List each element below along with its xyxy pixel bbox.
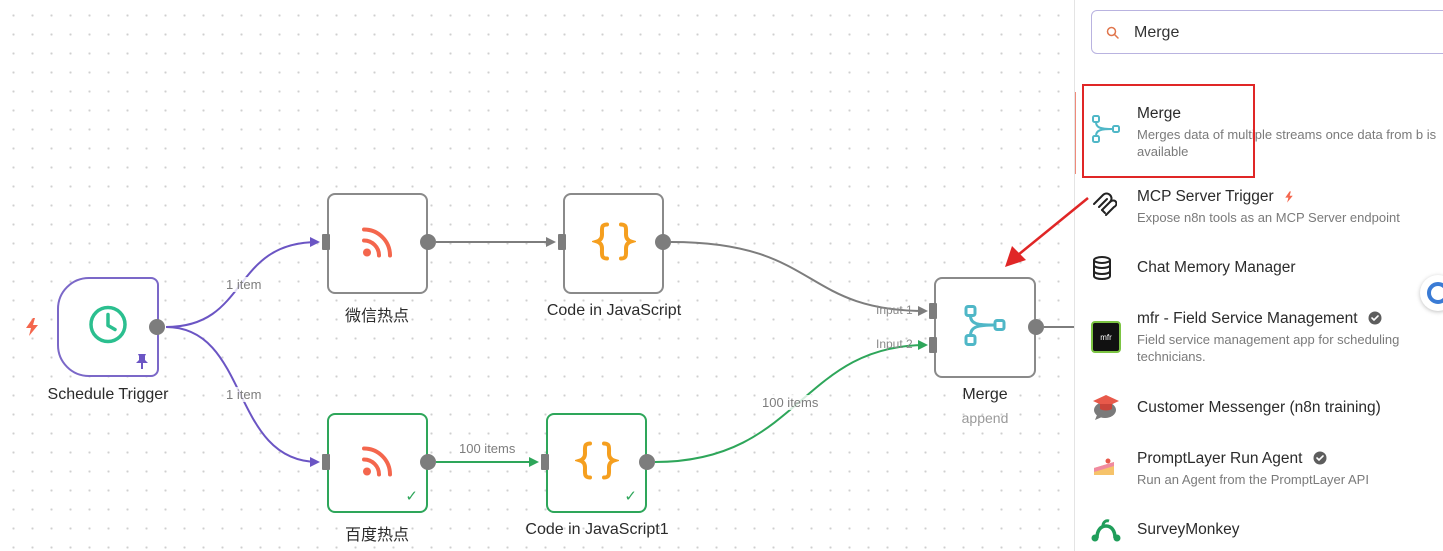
node-creator-panel: Merge Merges data of multiple streams on… (1074, 0, 1443, 551)
mfr-logo-icon: mfr (1091, 321, 1121, 353)
mfr-logo-text: mfr (1100, 333, 1112, 342)
result-title: SurveyMonkey (1137, 521, 1240, 538)
floating-assistant-button[interactable] (1420, 275, 1443, 311)
node-merge[interactable] (934, 277, 1036, 378)
workflow-edges (165, 237, 1074, 467)
result-title: mfr - Field Service Management (1137, 310, 1358, 327)
port-out-baidu-hot[interactable] (420, 454, 436, 470)
search-result-surveymonkey[interactable]: SurveyMonkey (1075, 512, 1443, 551)
result-title: MCP Server Trigger (1137, 188, 1274, 205)
search-result-customer-messenger[interactable]: Customer Messenger (n8n training) (1075, 390, 1443, 426)
search-result-merge[interactable]: Merge Merges data of multiple streams on… (1075, 92, 1443, 174)
code-braces-icon (573, 439, 620, 488)
edge-label-trigger-to-wechat: 1 item (224, 277, 264, 292)
node-label-merge: Merge (962, 386, 1008, 403)
result-title-wrap: MCP Server Trigger (1137, 188, 1294, 206)
mcp-icon (1091, 192, 1121, 222)
port-in-baidu-hot[interactable] (322, 454, 330, 470)
verified-badge-icon (1368, 311, 1382, 325)
assistant-icon (1427, 282, 1443, 304)
search-result-chat-memory-manager[interactable]: Chat Memory Manager (1075, 250, 1443, 286)
search-box[interactable] (1091, 10, 1443, 54)
node-label-wechat-hot: 微信热点 (344, 308, 409, 325)
surveymonkey-icon (1091, 518, 1121, 548)
rss-icon (358, 221, 398, 266)
cake-icon (1091, 454, 1121, 484)
result-title: Chat Memory Manager (1137, 259, 1296, 276)
active-result-indicator (1075, 92, 1076, 174)
result-desc: Expose n8n tools as an MCP Server endpoi… (1137, 210, 1400, 225)
result-title: Merge (1137, 105, 1181, 122)
pin-icon[interactable] (135, 353, 149, 369)
success-check-icon: ✓ (624, 488, 637, 505)
code-braces-icon (590, 219, 637, 268)
rss-icon (358, 441, 398, 486)
search-input[interactable] (1132, 19, 1436, 47)
edge-label-code1-to-merge: 100 items (760, 395, 821, 410)
merge-input-2-label: Input 2 (876, 337, 913, 351)
trigger-bolt-icon (26, 318, 38, 336)
port-out-code-js1[interactable] (639, 454, 655, 470)
port-in-merge-2[interactable] (929, 337, 937, 353)
chat-grad-cap-icon (1091, 392, 1121, 422)
search-result-mcp-server-trigger[interactable]: MCP Server Trigger Expose n8n tools as a… (1075, 180, 1443, 230)
database-icon (1091, 256, 1121, 286)
edge-code-to-merge[interactable] (670, 241, 928, 316)
result-desc: Field service management app for schedul… (1137, 332, 1400, 364)
edge-label-trigger-to-baidu: 1 item (224, 387, 264, 402)
verified-badge-icon (1313, 451, 1327, 465)
merge-icon (962, 302, 1008, 353)
node-code-js1[interactable]: ✓ (546, 413, 647, 513)
workflow-canvas[interactable]: 1 item 1 item 100 items 100 items Schedu… (0, 0, 1074, 551)
result-desc: Run an Agent from the PromptLayer API (1137, 472, 1369, 487)
port-in-wechat-hot[interactable] (322, 234, 330, 250)
merge-icon (1091, 114, 1121, 144)
annotation-highlight-box (1082, 84, 1255, 178)
clock-icon (86, 303, 130, 352)
result-title-wrap: mfr - Field Service Management (1137, 310, 1382, 328)
port-out-merge[interactable] (1028, 319, 1044, 335)
node-code-js[interactable] (563, 193, 664, 294)
node-baidu-hot[interactable]: ✓ (327, 413, 428, 513)
node-sub-merge: append (961, 410, 1009, 426)
success-check-icon: ✓ (405, 488, 418, 505)
trigger-bolt-icon (1285, 191, 1293, 203)
node-wechat-hot[interactable] (327, 193, 428, 294)
port-out-code-js[interactable] (655, 234, 671, 250)
result-title: Customer Messenger (n8n training) (1137, 399, 1381, 416)
port-out-wechat-hot[interactable] (420, 234, 436, 250)
port-in-code-js[interactable] (558, 234, 566, 250)
result-title-wrap: PromptLayer Run Agent (1137, 450, 1327, 468)
node-label-code-js: Code in JavaScript (546, 302, 682, 319)
node-label-baidu-hot: 百度热点 (344, 527, 409, 544)
edge-label-baidu-to-code1: 100 items (457, 441, 518, 456)
node-label-code-js1: Code in JavaScript1 (525, 521, 669, 538)
result-title: PromptLayer Run Agent (1137, 450, 1303, 467)
merge-input-1-label: Input 1 (876, 303, 913, 317)
search-result-promptlayer[interactable]: PromptLayer Run Agent Run an Agent from … (1075, 442, 1443, 496)
node-schedule-trigger[interactable] (57, 277, 159, 377)
result-desc: Merges data of multiple streams once dat… (1137, 127, 1437, 159)
port-in-code-js1[interactable] (541, 454, 549, 470)
port-out-schedule-trigger[interactable] (149, 319, 165, 335)
node-label-schedule-trigger: Schedule Trigger (47, 386, 169, 403)
port-in-merge-1[interactable] (929, 303, 937, 319)
search-result-mfr[interactable]: mfr mfr - Field Service Management Field… (1075, 302, 1443, 372)
search-icon (1106, 26, 1119, 39)
